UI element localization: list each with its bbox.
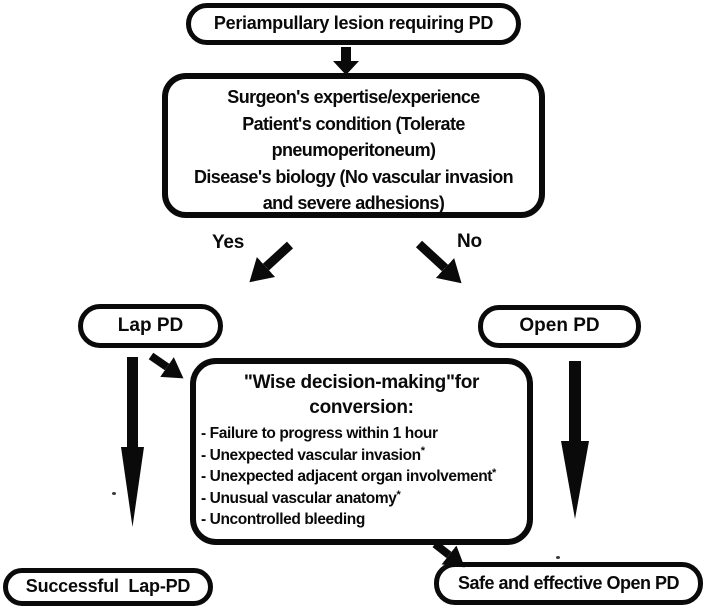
criteria-line: pneumoperitoneum) bbox=[271, 140, 436, 160]
node-successful-lap-pd: Successful Lap-PD bbox=[3, 568, 213, 606]
criteria-line: Disease's biology (No vascular invasion bbox=[193, 166, 514, 187]
node-periampullary-lesion-label: Periampullary lesion requiring PD bbox=[213, 13, 494, 34]
conversion-title-line2: conversion: bbox=[309, 397, 414, 418]
node-wise-decision-conversion: "Wise decision-making"for conversion: - … bbox=[190, 358, 533, 545]
node-successful-lap-pd-label: Successful Lap-PD bbox=[25, 576, 191, 597]
conversion-title: "Wise decision-making"for conversion: bbox=[196, 370, 527, 420]
conversion-item: - Unusual vascular anatomy* bbox=[201, 488, 401, 507]
conversion-item: - Unexpected adjacent organ involvement* bbox=[201, 467, 496, 486]
yes-arrow-icon bbox=[249, 241, 294, 283]
conversion-item: - Unexpected vascular invasion* bbox=[201, 445, 425, 464]
conversion-title-line1: "Wise decision-making"for bbox=[243, 372, 480, 393]
node-periampullary-lesion: Periampullary lesion requiring PD bbox=[186, 3, 521, 45]
node-open-pd: Open PD bbox=[478, 305, 641, 348]
no-arrow-icon bbox=[415, 240, 462, 284]
yes-branch-label: Yes bbox=[212, 232, 245, 253]
asterisk-marker: * bbox=[420, 445, 425, 458]
criteria-line: and severe adhesions) bbox=[262, 193, 445, 213]
conversion-to-safe-arrow-icon bbox=[432, 540, 465, 568]
node-selection-criteria: Surgeon's expertise/experience Patient's… bbox=[162, 73, 545, 218]
node-lap-pd: Lap PD bbox=[78, 304, 223, 348]
no-branch-label: No bbox=[457, 231, 482, 252]
criteria-line: Patient's condition (Tolerate bbox=[242, 113, 465, 134]
node-open-pd-label: Open PD bbox=[519, 315, 600, 337]
node-lap-pd-label: Lap PD bbox=[117, 314, 184, 336]
asterisk-marker: * bbox=[396, 488, 401, 501]
lap-to-successful-arrow-icon bbox=[121, 357, 144, 527]
conversion-item: - Uncontrolled bleeding bbox=[201, 511, 365, 529]
asterisk-marker: * bbox=[492, 467, 496, 480]
open-to-safe-arrow-icon bbox=[561, 361, 589, 519]
conversion-criteria-list: - Failure to progress within 1 hour - Un… bbox=[196, 423, 527, 531]
node-safe-effective-open-pd-label: Safe and effective Open PD bbox=[457, 572, 680, 593]
criteria-line: Surgeon's expertise/experience bbox=[227, 87, 480, 107]
image-speck bbox=[112, 492, 116, 495]
start-to-criteria-arrow-icon bbox=[333, 47, 359, 75]
conversion-item: - Failure to progress within 1 hour bbox=[201, 425, 438, 442]
image-speck bbox=[556, 556, 560, 559]
lap-to-conversion-arrow-icon bbox=[148, 352, 184, 379]
node-safe-effective-open-pd: Safe and effective Open PD bbox=[434, 562, 703, 605]
